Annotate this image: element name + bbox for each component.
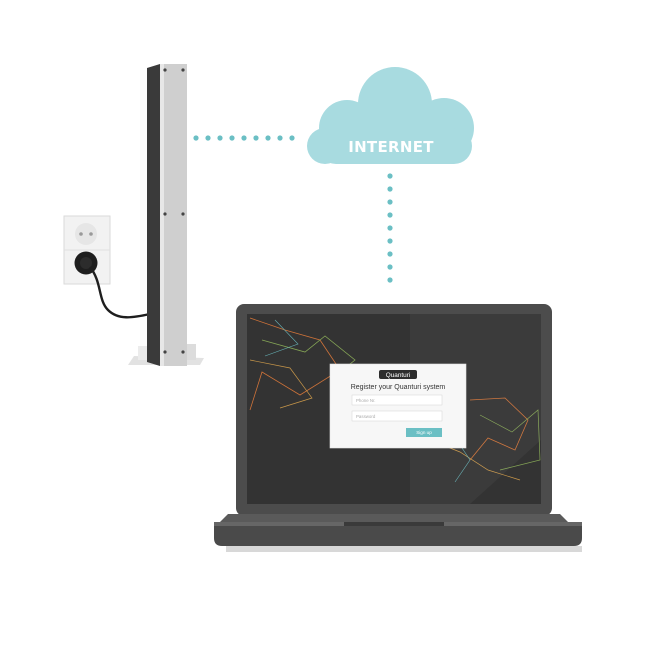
laptop-shadow: [226, 546, 582, 552]
link-dot: [387, 277, 393, 283]
phone-placeholder: Phone Nr.: [356, 398, 376, 403]
sign-up-button[interactable]: [406, 428, 442, 437]
cloud-laptop-link: [387, 173, 393, 283]
antenna-pole: [128, 64, 204, 366]
link-dot: [265, 135, 271, 141]
sign-up-label: Sign up: [416, 430, 432, 435]
link-dot: [217, 135, 223, 141]
password-placeholder: Password: [356, 414, 376, 419]
logo-text: Quanturi: [386, 372, 411, 379]
phone-field[interactable]: [351, 394, 443, 406]
link-dot: [387, 173, 393, 179]
quanturi-logo: [379, 370, 417, 379]
login-card: Quanturi Register your Quanturi system P…: [329, 363, 467, 449]
link-dot: [387, 251, 393, 257]
internet-cloud: INTERNET: [307, 67, 474, 164]
power-plug-icon: [74, 251, 151, 319]
laptop-notch: [344, 522, 444, 526]
link-dot: [387, 212, 393, 218]
link-dot: [387, 225, 393, 231]
laptop: Quanturi Register your Quanturi system P…: [214, 304, 582, 552]
link-dot: [387, 186, 393, 192]
laptop-hinge: [220, 514, 568, 522]
laptop-base: [214, 522, 582, 546]
link-dot: [205, 135, 211, 141]
link-dot: [387, 238, 393, 244]
antenna-cloud-link: [193, 135, 295, 141]
password-field[interactable]: [351, 410, 443, 422]
link-dot: [229, 135, 235, 141]
cloud-label: INTERNET: [348, 138, 434, 156]
link-dot: [387, 199, 393, 205]
login-title: Register your Quanturi system: [351, 384, 446, 391]
link-dot: [277, 135, 283, 141]
link-dot: [253, 135, 259, 141]
link-dot: [241, 135, 247, 141]
link-dot: [289, 135, 295, 141]
link-dot: [193, 135, 199, 141]
link-dot: [387, 264, 393, 270]
